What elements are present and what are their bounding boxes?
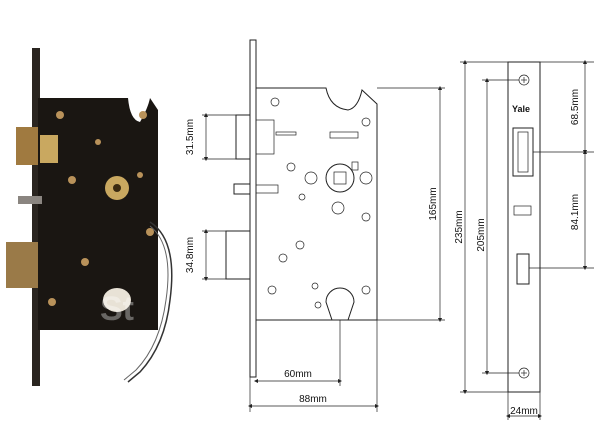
dim-faceplate-length: 235mm xyxy=(454,210,465,243)
side-latch-bolt xyxy=(235,114,251,160)
front-latch-opening xyxy=(512,127,534,177)
dim-faceplate-width: 24mm xyxy=(510,406,538,417)
front-deadbolt-slot xyxy=(516,253,530,285)
side-auxiliary-bolt xyxy=(233,183,251,195)
photo-screws xyxy=(48,111,154,306)
faceplate-front-view: Yale 235mm 205mm 68.5mm 84.1mm xyxy=(454,59,594,420)
front-faceplate xyxy=(507,61,541,393)
side-screws xyxy=(267,97,373,309)
photo-auxiliary-bolt xyxy=(18,196,42,204)
dim-backset: 60mm xyxy=(284,369,312,380)
dim-latch-to-bolt: 84.1mm xyxy=(570,194,581,230)
dim-deadbolt-height: 34.8mm xyxy=(185,237,196,273)
side-faceplate xyxy=(249,39,257,378)
brand-label: Yale xyxy=(512,104,530,114)
side-deadbolt xyxy=(225,230,251,280)
photo-deadbolt xyxy=(6,242,38,288)
photo-faceplate xyxy=(32,48,40,386)
photo-latch-cylinder xyxy=(40,135,58,163)
dim-latch-spacing: 31.5mm xyxy=(185,119,196,155)
photo-case-body xyxy=(38,98,158,330)
photo-cylinder-hole xyxy=(103,288,131,312)
dim-top-to-latch: 68.5mm xyxy=(570,89,581,125)
photo-latch-bolt xyxy=(16,127,38,165)
dim-case-height: 165mm xyxy=(428,187,439,220)
dim-screw-spacing: 205mm xyxy=(476,218,487,251)
side-cylinder-cutout xyxy=(325,287,355,321)
lock-photo: St xyxy=(6,48,173,386)
side-follower xyxy=(325,163,355,193)
dim-case-width: 88mm xyxy=(299,394,327,405)
side-case xyxy=(255,87,378,321)
side-view-drawing: 31.5mm 34.8mm 165mm 60mm 88mm xyxy=(185,39,445,412)
watermark-text: St xyxy=(100,290,134,328)
photo-wire xyxy=(127,221,173,383)
front-aux-slot xyxy=(513,205,532,216)
